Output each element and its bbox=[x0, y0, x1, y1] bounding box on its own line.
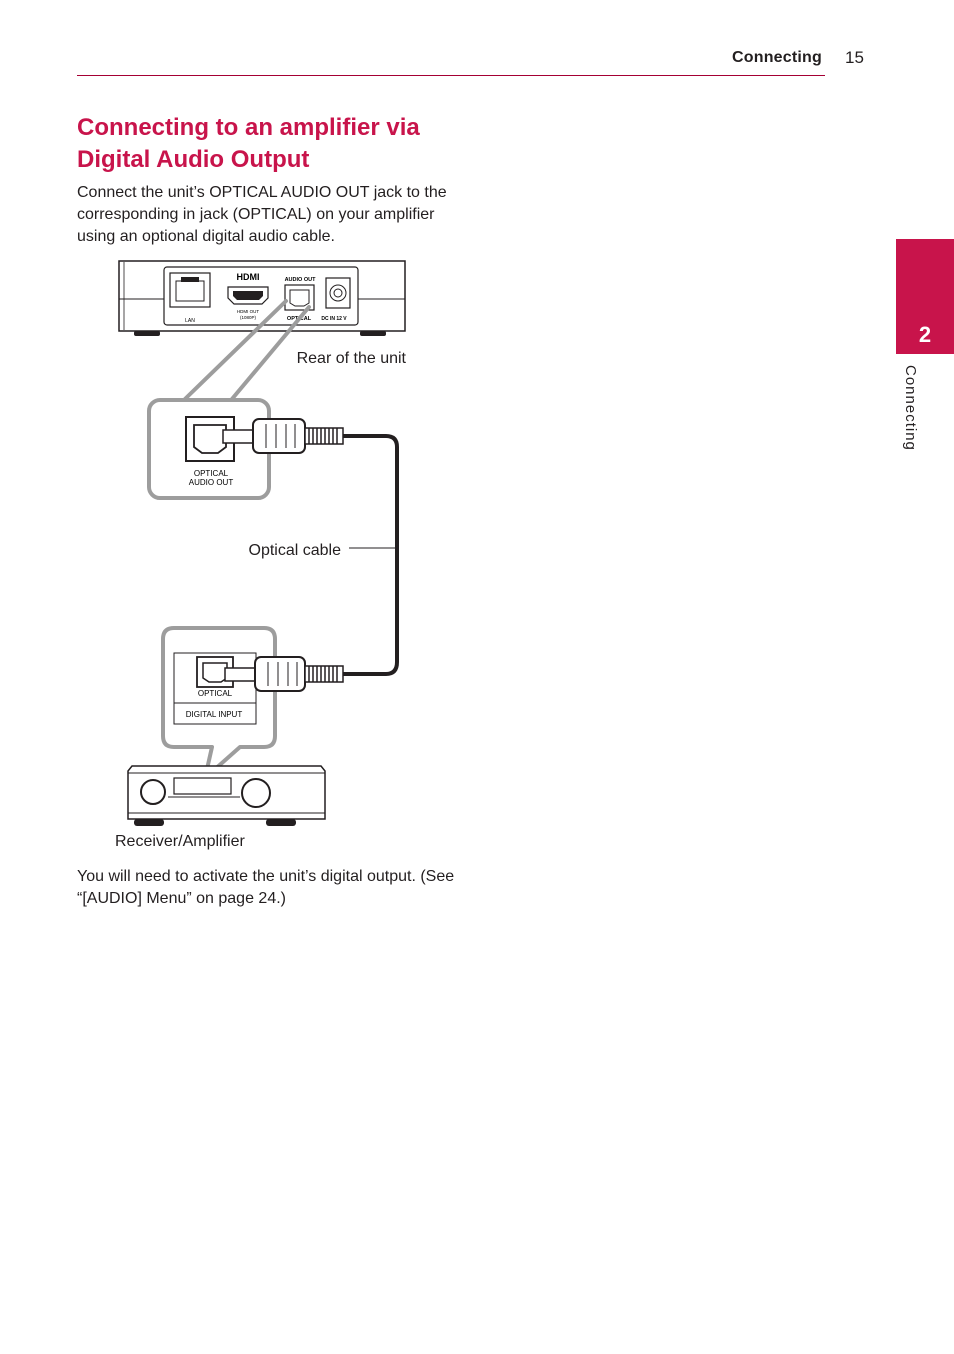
unit-zoom-callout bbox=[183, 299, 311, 401]
chapter-tab: 2 bbox=[896, 239, 954, 354]
receiver-amplifier-label: Receiver/Amplifier bbox=[115, 833, 245, 850]
lan-label: LAN bbox=[185, 318, 195, 324]
receiver-left-knob bbox=[140, 779, 166, 805]
receiver-optical-label: OPTICAL bbox=[198, 689, 233, 698]
header-section-title: Connecting bbox=[732, 49, 822, 66]
cable-plug-top bbox=[222, 418, 344, 454]
optical-cable-label: Optical cable bbox=[249, 542, 342, 559]
page-number: 15 bbox=[845, 48, 864, 67]
header-rule bbox=[77, 75, 825, 76]
hdmi-out-label: HDMI OUT bbox=[237, 309, 259, 314]
note-paragraph: You will need to activate the unit’s dig… bbox=[77, 868, 455, 907]
unit-rear-panel: LAN HDMI HDMI OUT (1080P) AUDIO OUT OPTI… bbox=[118, 260, 406, 336]
chapter-label: Connecting bbox=[902, 365, 919, 451]
intro-paragraph: Connect the unit’s OPTICAL AUDIO OUT jac… bbox=[77, 184, 447, 245]
cable-plug-bottom bbox=[224, 656, 344, 692]
optical-audio-out-label-2: AUDIO OUT bbox=[189, 478, 234, 487]
page-title: Connecting to an amplifier via Digital A… bbox=[77, 114, 420, 173]
chapter-number: 2 bbox=[918, 322, 932, 347]
optical-audio-out-label-1: OPTICAL bbox=[194, 469, 229, 478]
optical-cable bbox=[343, 434, 399, 676]
dc-in-label: DC IN 12 V bbox=[321, 316, 347, 322]
hdmi-res-label: (1080P) bbox=[240, 315, 257, 320]
hdmi-logo: HDMI bbox=[237, 272, 260, 282]
audio-out-label: AUDIO OUT bbox=[285, 277, 317, 283]
receiver-right-knob bbox=[241, 778, 271, 808]
rear-of-unit-label: Rear of the unit bbox=[297, 350, 407, 367]
receiver-amplifier bbox=[127, 765, 326, 826]
receiver-digital-input-label: DIGITAL INPUT bbox=[186, 710, 243, 719]
